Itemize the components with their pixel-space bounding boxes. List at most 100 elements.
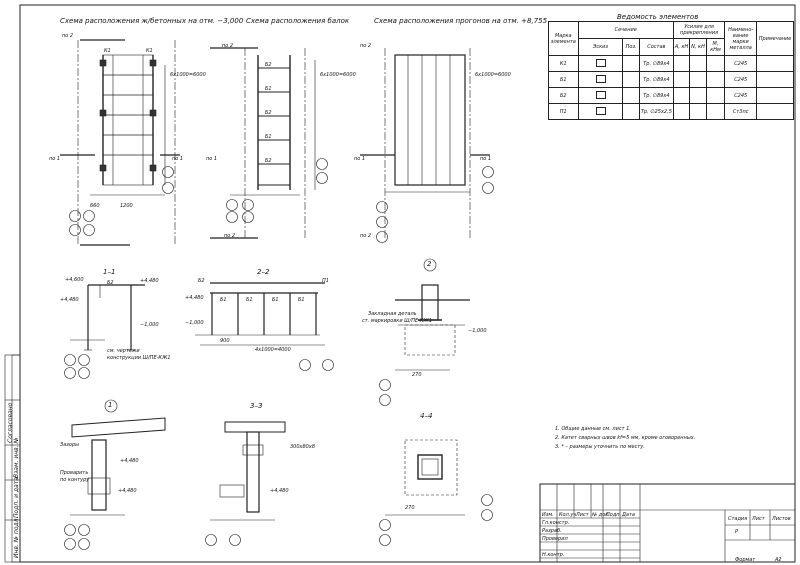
mark-4480: +4,480 xyxy=(60,297,79,303)
dim-6000-v2: 6х1000=6000 xyxy=(320,72,356,78)
note-3: 3. * – размеры уточнить по месту. xyxy=(555,444,645,450)
mark-1000: −1,000 xyxy=(140,322,159,328)
note-1: 1. Общие данные см. лист 1. xyxy=(555,426,631,432)
view2-beam-plan xyxy=(210,47,328,240)
dim-270-s44: 270 xyxy=(405,505,415,511)
mark-po2-v3: по 2 xyxy=(360,43,372,49)
section-4-4-title: 4–4 xyxy=(420,412,433,420)
node-1-title: 1 xyxy=(108,401,113,409)
sketch-box-icon xyxy=(595,90,606,99)
mark-4480-n1: +4,480 xyxy=(120,458,139,464)
mark-po1-v1: по 1 xyxy=(49,156,61,162)
side-inv-podl: Инв. № подл. xyxy=(13,516,20,558)
th-zone: Эскиз xyxy=(577,38,624,56)
stamp-listov: Листов xyxy=(772,516,791,522)
label-b2-b: Б2 xyxy=(265,110,272,116)
mark-1000-n2: −1,000 xyxy=(468,328,487,334)
view3-purlin-plan xyxy=(360,48,494,243)
th-section: Сечение xyxy=(577,21,674,39)
table-row: К1 Тр. ∅89х4 С245 xyxy=(548,55,794,72)
mark-4480-s22: +4,480 xyxy=(185,295,204,301)
plank-size: 300х80х8 xyxy=(290,444,316,450)
side-podp-data: Подп. и дата xyxy=(13,477,20,518)
node-2-detail xyxy=(379,258,470,406)
mark-po1-v3b: по 1 xyxy=(480,156,492,162)
th-mark: Марка элемента xyxy=(548,21,579,56)
th-forces: Усилия для прикрепления xyxy=(672,21,726,39)
stamp-format: Формат xyxy=(735,557,756,563)
table-row: Б1 Тр. ∅89х4 С245 xyxy=(548,71,794,88)
note-cm2: конструкции Ш/ПЕ-КЖ1 xyxy=(107,355,171,361)
table-row: П1 Тр. ∅25х2,5 Ст3пс xyxy=(548,103,794,120)
label-b1-s22d: Б1 xyxy=(298,297,305,303)
mark-4480-s33: +4,480 xyxy=(270,488,289,494)
mark-po2-v1: по 2 xyxy=(62,33,74,39)
mark-1000-s22: −1,000 xyxy=(185,320,204,326)
label-b1-s22b: Б1 xyxy=(246,297,253,303)
sketch-box-icon xyxy=(595,106,606,115)
side-vzamen: Взам. инв. № xyxy=(13,437,20,478)
stamp-ndok: № док. xyxy=(592,512,610,518)
th-M: М, кНм xyxy=(705,38,726,56)
view2-title: Схема расположения балок xyxy=(246,17,350,25)
mark-4480-n1b: +4,480 xyxy=(118,488,137,494)
stamp-list: Лист xyxy=(576,512,589,518)
stamp-koluch: Кол.уч xyxy=(559,512,577,518)
stamp-data: Дата xyxy=(622,512,635,518)
stamp-prover: Проверил xyxy=(542,536,568,542)
note-pravite: Проварить xyxy=(60,470,89,476)
sheet-frame xyxy=(19,4,796,563)
mark-po2-v2b: по 2 xyxy=(224,233,236,239)
table-title: Ведомость элементов xyxy=(617,13,699,21)
section-2-2 xyxy=(195,282,334,371)
section-1-1-title: 1–1 xyxy=(103,268,116,276)
stamp-stadiya: Стадия xyxy=(728,516,748,522)
left-stamp-strip xyxy=(4,354,21,563)
dim-1200: 1200 xyxy=(120,203,133,209)
view3-title: Схема расположения прогонов на отм. +8,7… xyxy=(374,17,548,25)
dim-4x1000: 4х1000=4000 xyxy=(255,347,291,353)
note-stmark: ст. маркировки Ш/ПЕ-КЖ1 xyxy=(362,318,433,324)
node-1-detail xyxy=(64,399,166,550)
stamp-izm: Изм. xyxy=(542,512,554,518)
mark-po1-v2: по 1 xyxy=(206,156,218,162)
view1-title: Схема расположения ж/бетонных на отм. −3… xyxy=(60,17,244,25)
stamp-genpl: Гл.констр. xyxy=(542,520,570,526)
dim-270: 270 xyxy=(412,372,422,378)
stamp-podp: Подп. xyxy=(606,512,622,518)
mark-po2-v3b: по 2 xyxy=(360,233,372,239)
sketch-box-icon xyxy=(595,58,606,67)
mark-po1-v3: по 1 xyxy=(354,156,366,162)
label-p1-s22: П1 xyxy=(322,278,329,284)
th-A: А, кН xyxy=(672,38,691,56)
stamp-stad-val: Р xyxy=(735,529,739,535)
dim-6000-v3: 6х1000=6000 xyxy=(475,72,511,78)
dim-660: 660 xyxy=(90,203,100,209)
note-2: 2. Катет сварных швов kf=5 мм, кроме ого… xyxy=(555,435,696,441)
note-zakl: Закладная деталь xyxy=(368,311,417,317)
dim-900: 900 xyxy=(220,338,230,344)
label-b2-s22: Б2 xyxy=(198,278,205,284)
label-b1-s22c: Б1 xyxy=(272,297,279,303)
section-2-2-title: 2–2 xyxy=(257,268,270,276)
th-pos: Поз. xyxy=(622,38,640,56)
section-3-3-title: 3–3 xyxy=(250,402,263,410)
general-notes: 1. Общие данные см. лист 1. 2. Катет сва… xyxy=(555,425,695,452)
th-N: N, кН xyxy=(689,38,707,56)
th-compose: Состав xyxy=(638,38,674,56)
section-1-1 xyxy=(64,284,145,379)
section-3-3 xyxy=(205,421,286,546)
mark-4480-r: +4,480 xyxy=(140,278,159,284)
stamp-format-val: А2 xyxy=(775,557,782,563)
section-4-4 xyxy=(379,439,493,546)
note-zazory: Зазоры xyxy=(60,442,80,448)
label-b1-b: Б1 xyxy=(265,134,272,140)
node-2-title: 2 xyxy=(427,260,432,268)
view1-foundation-plan xyxy=(60,39,180,246)
table-row: Б2 Тр. ∅89х4 С245 xyxy=(548,87,794,104)
mark-po1-v1b: по 1 xyxy=(172,156,184,162)
stamp-nkontr: Н.контр. xyxy=(542,552,565,558)
label-k1-b: К1 xyxy=(146,48,153,54)
dim-6000-v1: 6х1000=6000 xyxy=(170,72,206,78)
